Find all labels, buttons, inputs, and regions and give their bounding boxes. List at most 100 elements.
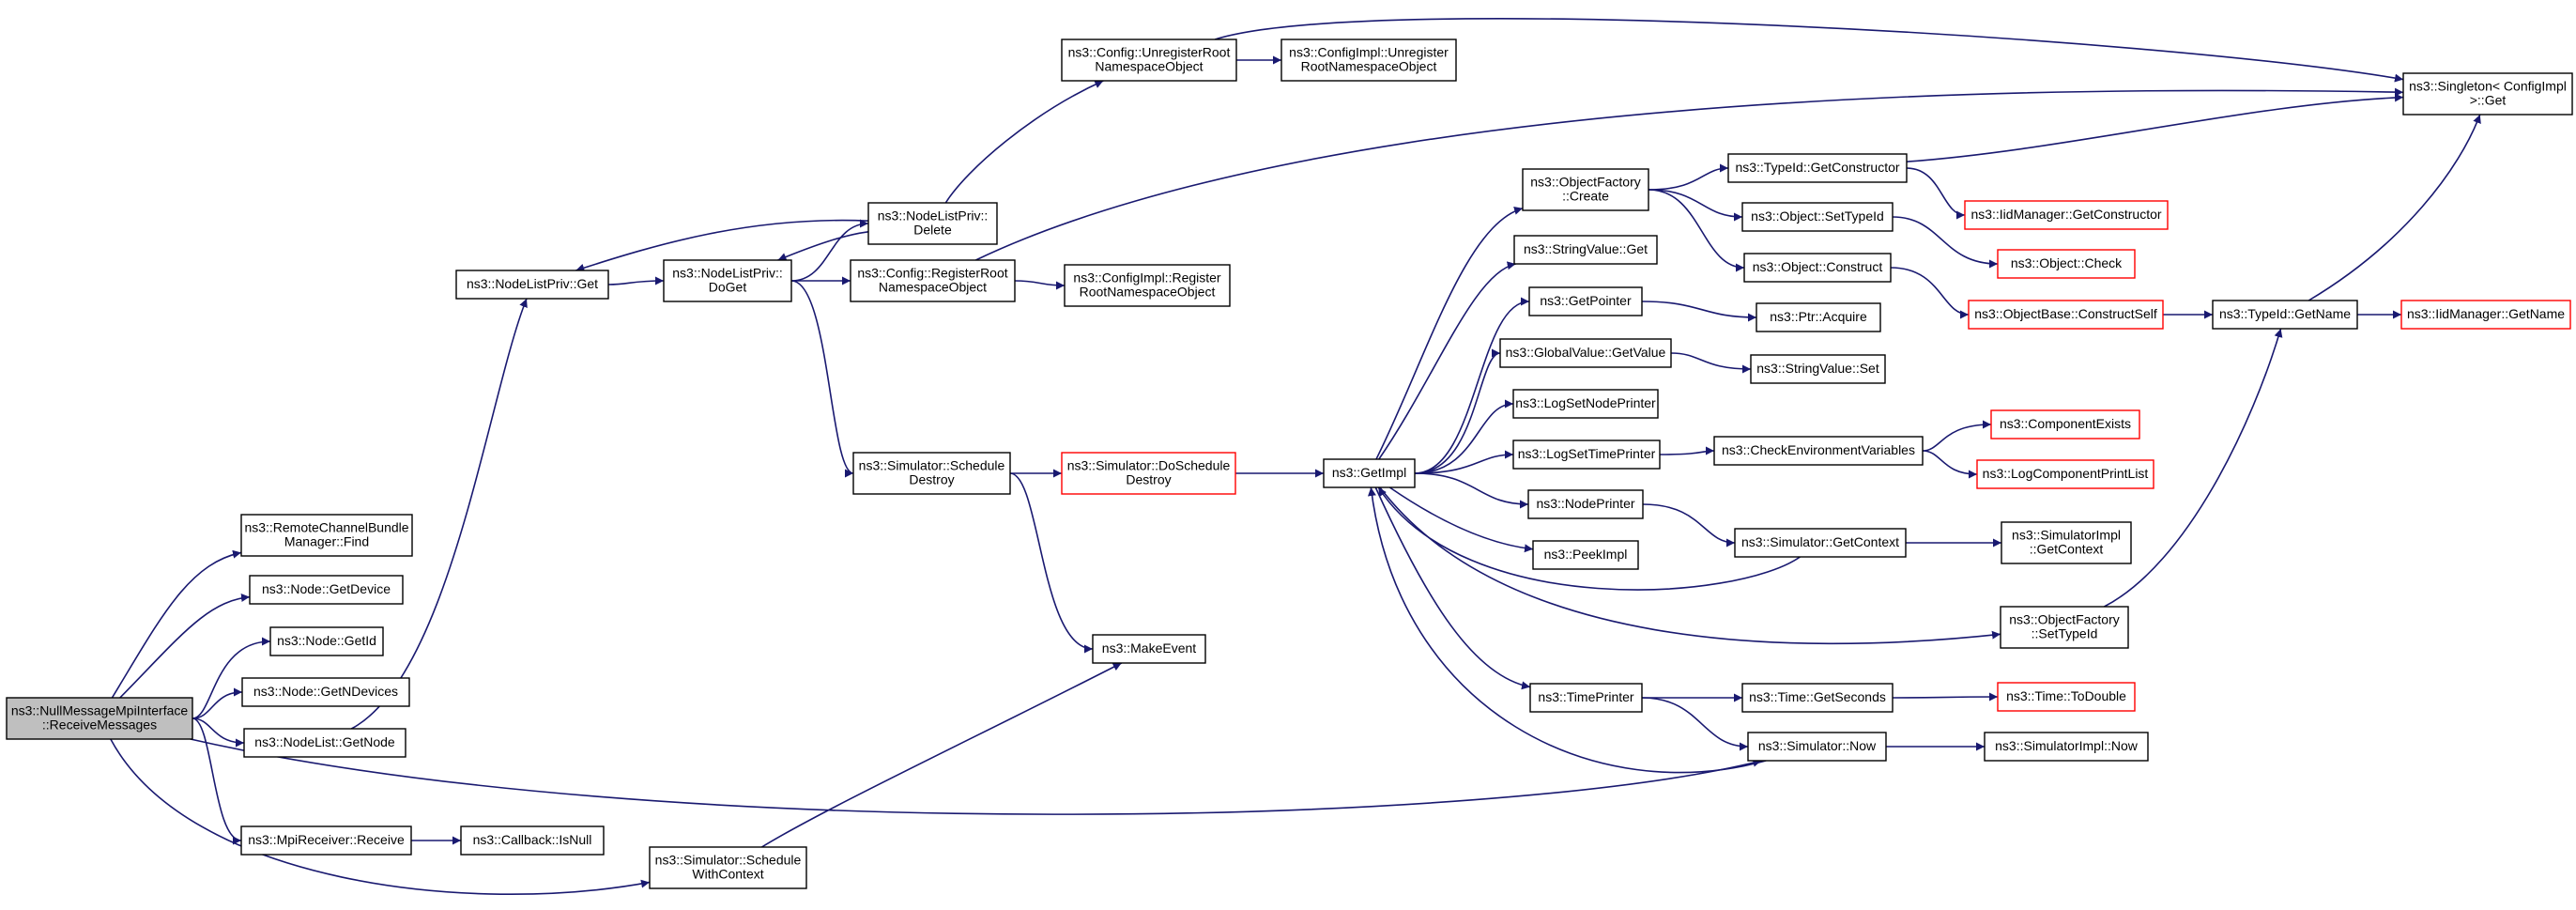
node-label-line: ns3::NullMessageMpiInterface <box>11 703 189 718</box>
node-makeevent[interactable]: ns3::MakeEvent <box>1092 634 1206 664</box>
edge-root-to-remote_find <box>111 549 242 699</box>
node-configimpl-register[interactable]: ns3::ConfigImpl::RegisterRootNamespaceOb… <box>1064 264 1231 307</box>
node-label-line: ns3::SimulatorImpl <box>2012 528 2121 543</box>
node-timeprinter[interactable]: ns3::TimePrinter <box>1529 683 1643 713</box>
node-box <box>1499 338 1672 368</box>
node-label-line: ns3::Object::Construct <box>1753 259 1883 274</box>
node-box <box>1529 683 1643 713</box>
function-nodes: ns3::NullMessageMpiInterface::ReceiveMes… <box>6 39 2573 889</box>
node-simimpl-getcontext[interactable]: ns3::SimulatorImpl::GetContext <box>2001 521 2132 564</box>
node-box <box>1984 732 2149 762</box>
node-box <box>1976 459 2154 489</box>
node-nodelistpriv-delete[interactable]: ns3::NodeListPriv::Delete <box>867 202 998 245</box>
node-box <box>240 514 413 557</box>
node-box <box>2001 521 2132 564</box>
node-logcomponentprintlist[interactable]: ns3::LogComponentPrintList <box>1976 459 2154 489</box>
node-label-line: NamespaceObject <box>1095 59 1203 74</box>
edge-nodelistpriv_get-to-nodelistpriv_doget <box>607 276 665 285</box>
node-configimpl-unregister[interactable]: ns3::ConfigImpl::UnregisterRootNamespace… <box>1280 39 1457 82</box>
node-logsettimeprinter[interactable]: ns3::LogSetTimePrinter <box>1512 440 1661 470</box>
node-sim-getcontext[interactable]: ns3::Simulator::GetContext <box>1734 528 1907 558</box>
node-label-line: ns3::Node::GetId <box>277 633 376 648</box>
node-label-line: ns3::Callback::IsNull <box>473 832 592 847</box>
node-typeid-getname[interactable]: ns3::TypeId::GetName <box>2212 300 2358 330</box>
edge-getimpl-to-objectfactory_create <box>1375 206 1524 460</box>
node-label-line: ns3::MpiReceiver::Receive <box>248 832 405 847</box>
node-root: ns3::NullMessageMpiInterface::ReceiveMes… <box>6 697 193 740</box>
node-box <box>241 677 410 707</box>
node-label-line: ns3::GlobalValue::GetValue <box>1506 345 1666 360</box>
edge-globalvalue_getvalue-to-stringvalue_set <box>1670 352 1752 374</box>
edge-nodeprinter-to-sim_getcontext <box>1642 503 1736 548</box>
node-label-line: ns3::ComponentExists <box>2000 416 2131 431</box>
node-stringvalue-set[interactable]: ns3::StringValue::Set <box>1750 354 1886 384</box>
node-callback-isnull[interactable]: ns3::Callback::IsNull <box>460 825 605 856</box>
node-box <box>1323 458 1416 488</box>
node-node-getndevices[interactable]: ns3::Node::GetNDevices <box>241 677 410 707</box>
edge-getimpl-to-logsetnodeprinter <box>1414 399 1514 474</box>
node-checkenvvars[interactable]: ns3::CheckEnvironmentVariables <box>1713 436 1924 466</box>
edge-root-to-sim_now <box>190 738 1762 815</box>
node-box <box>2402 72 2573 116</box>
node-label-line: ns3::TypeId::GetConstructor <box>1735 160 1899 175</box>
node-box <box>1280 39 1457 82</box>
node-objectfactory-settypeid[interactable]: ns3::ObjectFactory::SetTypeId <box>2000 606 2129 649</box>
node-box <box>1064 264 1231 307</box>
node-iidmanager-getname[interactable]: ns3::IidManager::GetName <box>2400 300 2571 330</box>
node-label-line: ns3::Singleton< ConfigImpl <box>2409 79 2567 94</box>
node-box <box>1061 452 1236 495</box>
edge-objectfactory_create-to-typeid_getconstructor <box>1648 163 1729 191</box>
node-globalvalue-getvalue[interactable]: ns3::GlobalValue::GetValue <box>1499 338 1672 368</box>
node-getpointer[interactable]: ns3::GetPointer <box>1528 286 1643 316</box>
node-node-getdevice[interactable]: ns3::Node::GetDevice <box>249 575 404 605</box>
node-config-unregister[interactable]: ns3::Config::UnregisterRootNamespaceObje… <box>1061 39 1237 82</box>
edge-sim_now-to-getimpl <box>1367 486 1767 774</box>
node-mpireceiver-receive[interactable]: ns3::MpiReceiver::Receive <box>240 825 412 856</box>
node-box <box>1532 540 1639 570</box>
node-simimpl-now[interactable]: ns3::SimulatorImpl::Now <box>1984 732 2149 762</box>
node-label-line: ns3::NodeListPriv:: <box>878 208 989 224</box>
edge-time_getseconds-to-time_todouble <box>1892 692 1999 702</box>
node-iidmanager-getconstructor[interactable]: ns3::IidManager::GetConstructor <box>1964 200 2169 230</box>
edge-getimpl-to-peekimpl <box>1388 486 1534 553</box>
node-peekimpl[interactable]: ns3::PeekImpl <box>1532 540 1639 570</box>
edge-nodelistpriv_delete-to-config_unregister <box>944 80 1104 204</box>
node-objectfactory-create[interactable]: ns3::ObjectFactory::Create <box>1522 168 1649 211</box>
edge-nodelistpriv_delete-to-nodelistpriv_get <box>575 219 869 272</box>
node-typeid-getconstructor[interactable]: ns3::TypeId::GetConstructor <box>1727 153 1908 183</box>
node-node-getid[interactable]: ns3::Node::GetId <box>269 626 384 656</box>
node-nodeprinter[interactable]: ns3::NodePrinter <box>1527 489 1644 519</box>
node-box <box>1747 732 1887 762</box>
node-ptr-acquire[interactable]: ns3::Ptr::Acquire <box>1756 302 1881 332</box>
edge-config_register-to-configimpl_register <box>1014 280 1066 290</box>
node-label-line: ns3::LogSetNodePrinter <box>1515 395 1656 410</box>
node-object-construct[interactable]: ns3::Object::Construct <box>1743 253 1892 283</box>
node-objectbase-constructself[interactable]: ns3::ObjectBase::ConstructSelf <box>1968 300 2164 330</box>
node-getimpl[interactable]: ns3::GetImpl <box>1323 458 1416 488</box>
node-stringvalue-get[interactable]: ns3::StringValue::Get <box>1513 235 1658 265</box>
edge-getimpl-to-stringvalue_get <box>1378 261 1516 460</box>
node-box <box>2400 300 2571 330</box>
node-box <box>243 728 406 758</box>
edge-checkenvvars-to-componentexists <box>1922 420 1992 452</box>
node-logsetnodeprinter[interactable]: ns3::LogSetNodePrinter <box>1512 389 1659 419</box>
node-box <box>867 202 998 245</box>
node-singleton-get[interactable]: ns3::Singleton< ConfigImpl >::Get <box>2402 72 2573 116</box>
node-componentexists[interactable]: ns3::ComponentExists <box>1990 409 2140 440</box>
node-nodelist-getnode[interactable]: ns3::NodeList::GetNode <box>243 728 406 758</box>
node-sim-now[interactable]: ns3::Simulator::Now <box>1747 732 1887 762</box>
node-label-line: WithContext <box>692 867 763 882</box>
node-object-check[interactable]: ns3::Object::Check <box>1997 249 2136 279</box>
node-time-getseconds[interactable]: ns3::Time::GetSeconds <box>1741 683 1894 713</box>
node-label-line: ns3::ConfigImpl::Unregister <box>1289 45 1449 60</box>
node-time-todouble[interactable]: ns3::Time::ToDouble <box>1997 682 2136 712</box>
node-nodelistpriv-get[interactable]: ns3::NodeListPriv::Get <box>455 270 609 300</box>
node-nodelistpriv-doget[interactable]: ns3::NodeListPriv::DoGet <box>663 259 792 302</box>
edge-nodelistpriv_doget-to-nodelistpriv_delete <box>790 219 869 282</box>
node-object-settypeid[interactable]: ns3::Object::SetTypeId <box>1741 202 1894 232</box>
